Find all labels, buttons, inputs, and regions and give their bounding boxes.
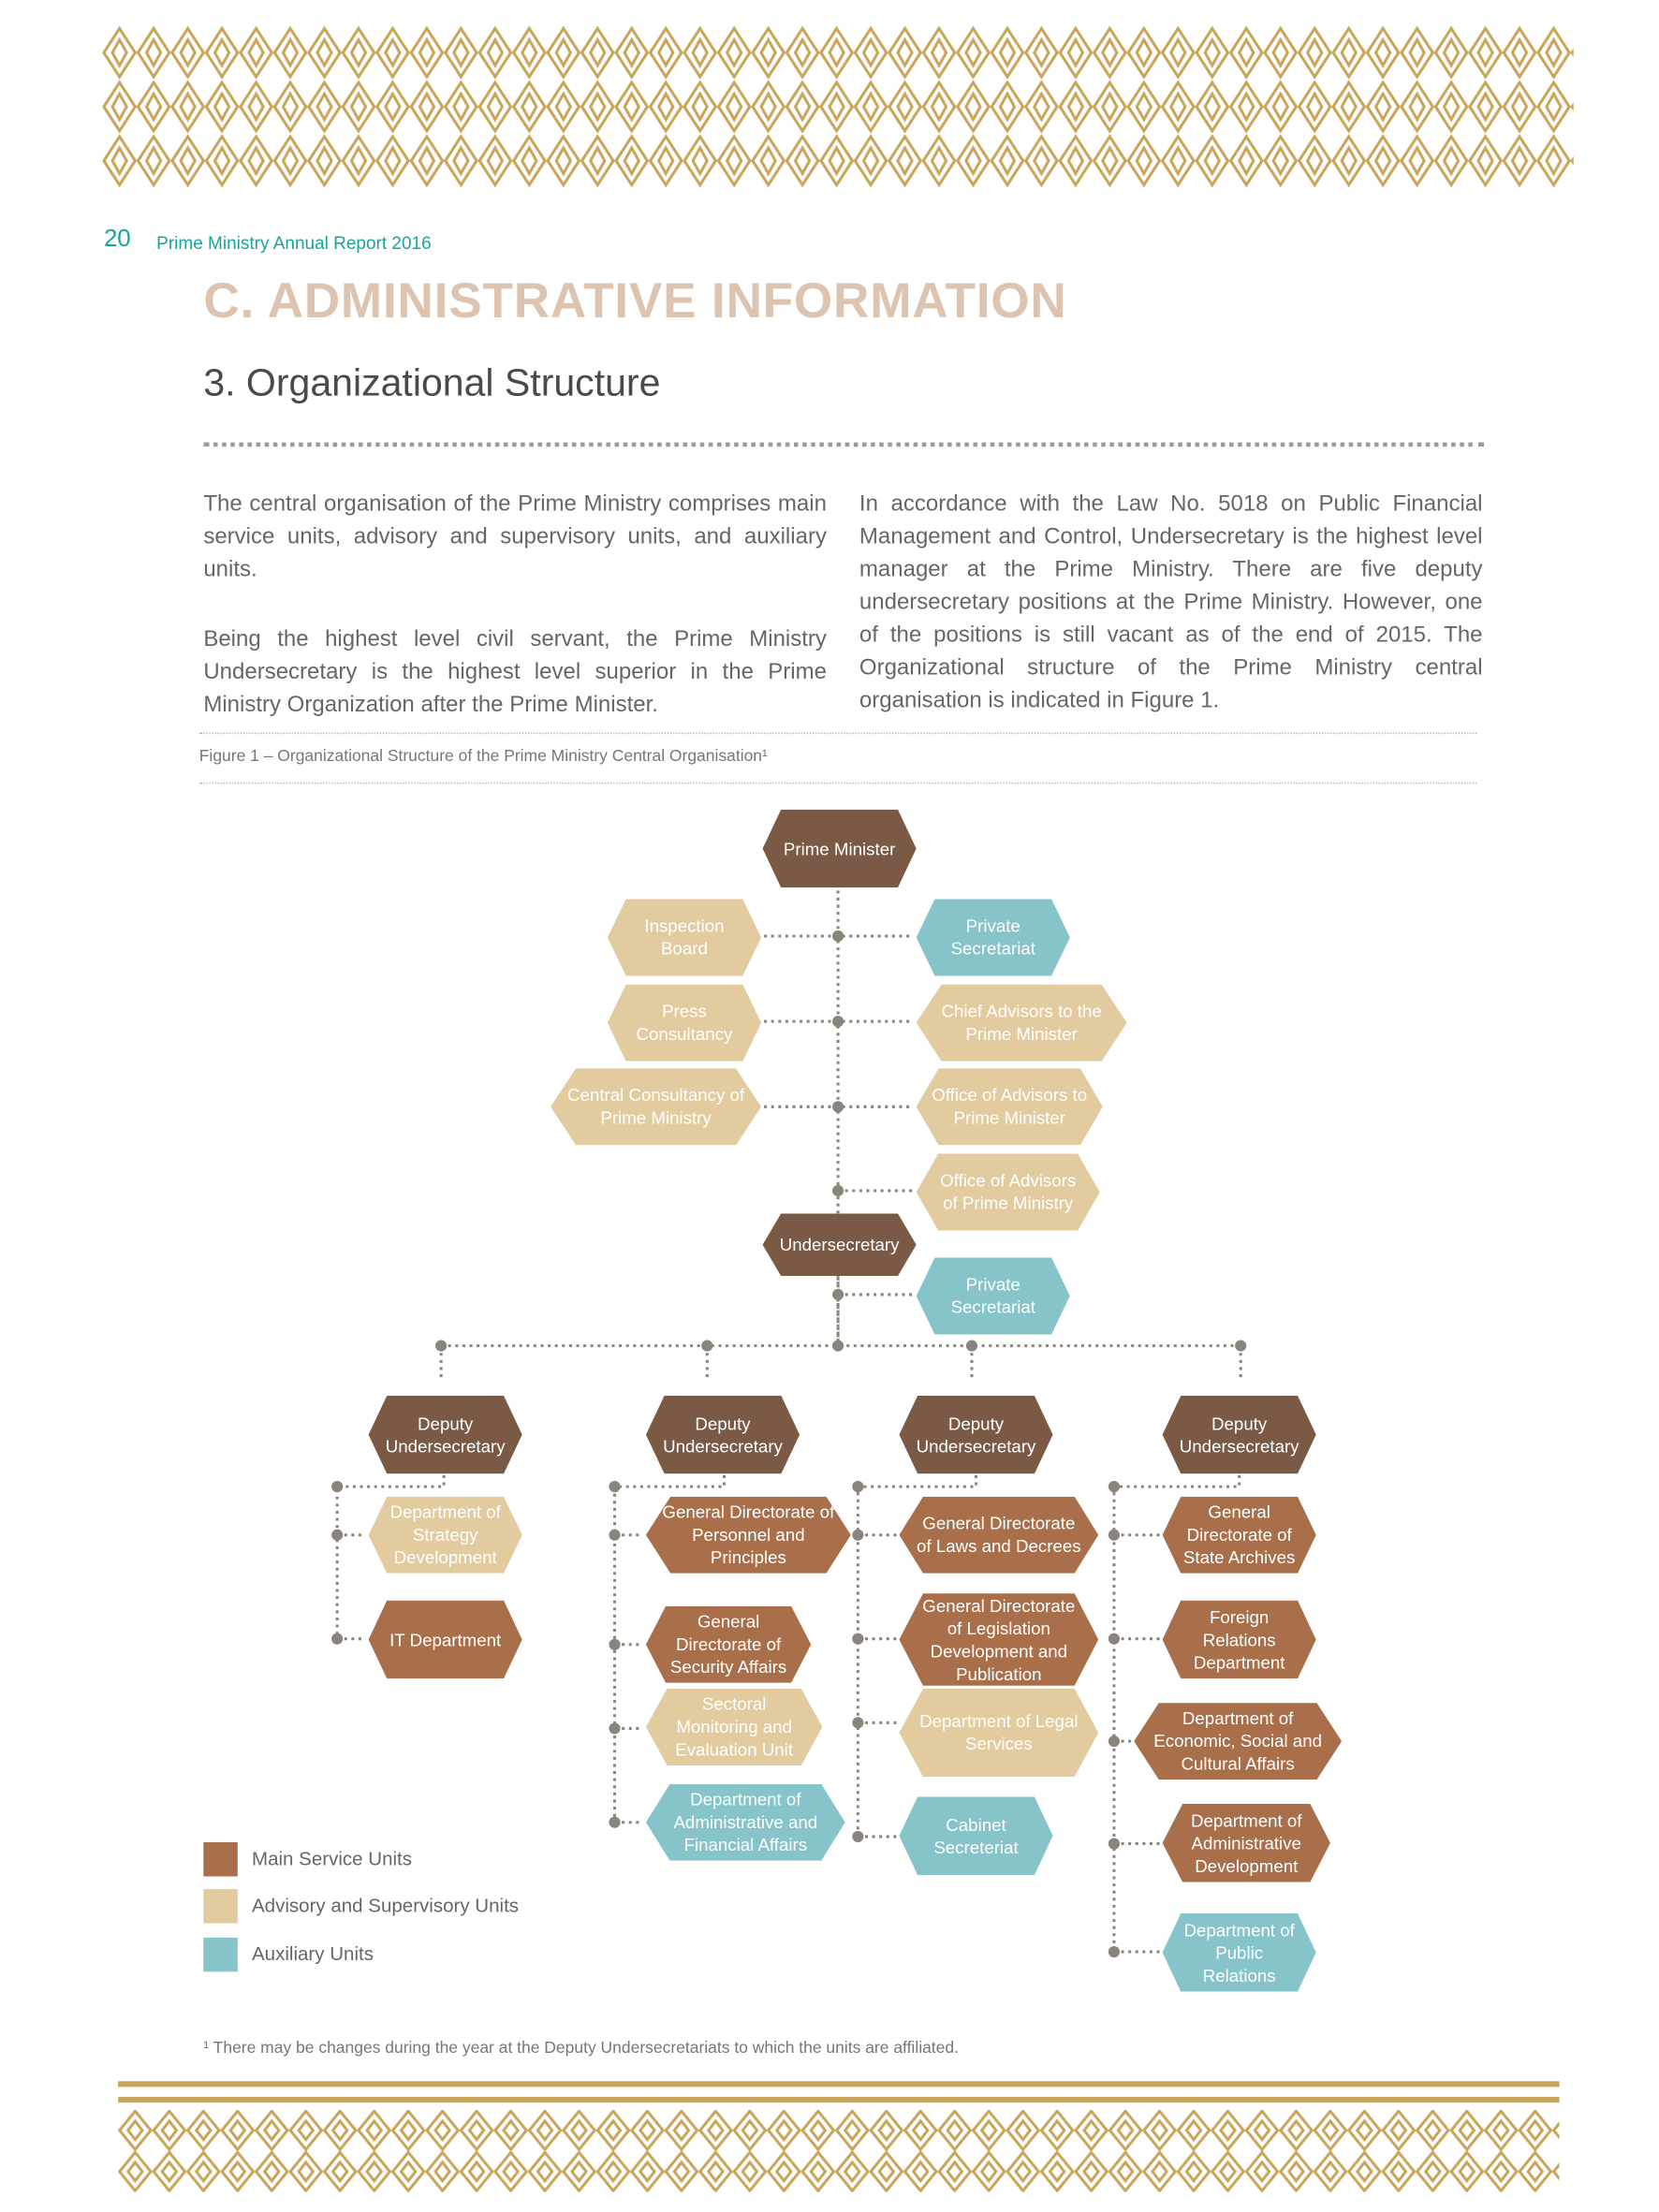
divider xyxy=(198,782,1477,784)
node-deputy-4: Deputy Undersecretary xyxy=(1162,1395,1316,1474)
footnote: ¹ There may be changes during the year a… xyxy=(203,2040,959,2058)
node-gd-personnel: General Directorate of Personnel and Pri… xyxy=(645,1496,851,1574)
legend-swatch-auxiliary xyxy=(203,1937,238,1972)
node-public-relations: Department of Public Relations xyxy=(1162,1912,1316,1992)
node-undersecretary: Undersecretary xyxy=(762,1213,917,1277)
node-sectoral-monitoring: Sectoral Monitoring and Evaluation Unit xyxy=(645,1688,823,1765)
report-title: Prime Ministry Annual Report 2016 xyxy=(156,233,432,254)
figure-caption: Figure 1 – Organizational Structure of t… xyxy=(198,748,768,766)
node-strategy-development: Department of Strategy Development xyxy=(368,1496,522,1574)
node-admin-financial: Department of Administrative and Financi… xyxy=(645,1783,845,1861)
node-office-advisors-ministry: Office of Advisors of Prime Ministry xyxy=(916,1153,1100,1231)
node-deputy-2: Deputy Undersecretary xyxy=(645,1395,800,1474)
node-state-archives: General Directorate of State Archives xyxy=(1162,1496,1316,1574)
node-prime-minister: Prime Minister xyxy=(762,809,917,888)
divider xyxy=(203,442,1485,447)
gold-rule xyxy=(118,2081,1560,2087)
paragraph-2: Being the highest level civil servant, t… xyxy=(203,627,827,717)
node-press-consultancy: Press Consultancy xyxy=(607,984,762,1062)
gold-rule xyxy=(118,2097,1560,2103)
node-legal-services: Department of Legal Services xyxy=(899,1688,1099,1778)
node-gd-security: General Directorate of Security Affairs xyxy=(645,1605,812,1683)
paragraph-3: In accordance with the Law No. 5018 on P… xyxy=(859,491,1483,713)
legend-swatch-advisory xyxy=(203,1889,238,1924)
node-office-advisors-pm: Office of Advisors to Prime Minister xyxy=(916,1068,1103,1146)
bottom-ornament-band xyxy=(118,2109,1560,2192)
node-private-secretariat-us: Private Secretariat xyxy=(916,1257,1070,1335)
node-private-secretariat-pm: Private Secretariat xyxy=(916,899,1070,976)
node-it-department: IT Department xyxy=(368,1600,522,1679)
legend-swatch-main xyxy=(203,1842,238,1877)
legend-label-auxiliary: Auxiliary Units xyxy=(251,1942,374,1965)
page-number: 20 xyxy=(103,225,131,252)
node-deputy-1: Deputy Undersecretary xyxy=(368,1395,522,1474)
node-gd-laws: General Directorate of Laws and Decrees xyxy=(899,1496,1099,1574)
node-gd-legislation: General Directorate of Legislation Devel… xyxy=(899,1593,1099,1686)
node-administrative-development: Department of Administrative Development xyxy=(1162,1803,1330,1882)
divider xyxy=(198,732,1477,735)
node-chief-advisors: Chief Advisors to the Prime Minister xyxy=(916,984,1127,1062)
node-economic-social-cultural: Department of Economic, Social and Cultu… xyxy=(1134,1703,1343,1780)
subsection-title: 3. Organizational Structure xyxy=(203,361,661,404)
node-inspection-board: Inspection Board xyxy=(607,899,762,976)
legend-label-main: Main Service Units xyxy=(251,1848,413,1869)
paragraph-1: The central organisation of the Prime Mi… xyxy=(203,491,827,582)
top-ornament-band xyxy=(102,25,1574,188)
legend-label-advisory: Advisory and Supervisory Units xyxy=(251,1895,520,1917)
node-central-consultancy: Central Consultancy of Prime Ministry xyxy=(551,1068,762,1146)
node-foreign-relations: Foreign Relations Department xyxy=(1162,1600,1316,1679)
section-title: C. ADMINISTRATIVE INFORMATION xyxy=(203,272,1067,330)
node-deputy-3: Deputy Undersecretary xyxy=(899,1395,1053,1474)
node-cabinet-secretariat: Cabinet Secreteriat xyxy=(899,1796,1053,1875)
